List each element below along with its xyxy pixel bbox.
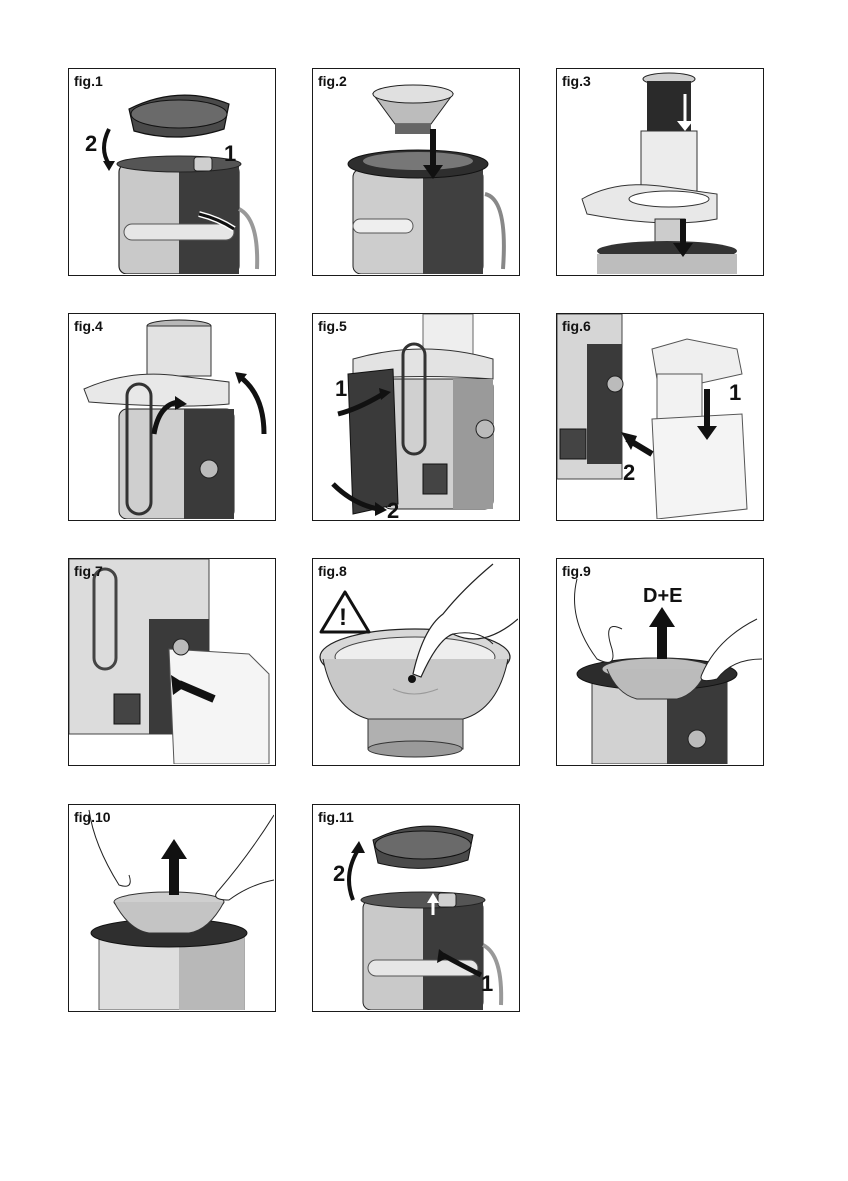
jug-positioning-illustration	[69, 559, 274, 764]
figure-label: fig.5	[318, 318, 347, 334]
figure-label: fig.6	[562, 318, 591, 334]
sieve-insertion-illustration	[313, 69, 518, 274]
step-number-1: 1	[481, 971, 493, 997]
figure-label: fig.10	[74, 809, 111, 825]
figure-label: fig.2	[318, 73, 347, 89]
juicer-lid-removal-illustration	[69, 69, 274, 274]
pulp-container-illustration	[313, 314, 518, 519]
figure-label: fig.7	[74, 563, 103, 579]
figure-label: fig.4	[74, 318, 103, 334]
step-number-2: 2	[85, 131, 97, 157]
step-number-1: 1	[224, 141, 236, 167]
figure-2: fig.2	[312, 68, 520, 276]
figure-label: fig.3	[562, 73, 591, 89]
step-number-2: 2	[387, 498, 399, 521]
figure-7: fig.7	[68, 558, 276, 766]
step-number-1: 1	[729, 380, 741, 406]
figure-8: fig.8 !	[312, 558, 520, 766]
figure-11: fig.11 1 2	[312, 804, 520, 1012]
parts-label: D+E	[643, 585, 682, 608]
figure-label: fig.11	[318, 809, 354, 825]
step-number-1: 1	[335, 376, 347, 402]
figure-5: fig.5 1 2	[312, 313, 520, 521]
figure-label: fig.9	[562, 563, 591, 579]
juice-jug-illustration	[557, 314, 762, 519]
figure-9: fig.9 D+E	[556, 558, 764, 766]
figure-1: fig.1 1 2	[68, 68, 276, 276]
figure-4: fig.4	[68, 313, 276, 521]
figure-3: fig.3	[556, 68, 764, 276]
step-number-2: 2	[333, 861, 345, 887]
step-number-2: 2	[623, 460, 635, 486]
figure-label: fig.8	[318, 563, 347, 579]
filter-removal-illustration	[69, 805, 274, 1010]
figure-6: fig.6 1 2	[556, 313, 764, 521]
feed-tube-and-pusher-illustration	[557, 69, 762, 274]
locking-arm-illustration	[69, 314, 274, 519]
figure-10: fig.10	[68, 804, 276, 1012]
warning-symbol: !	[339, 604, 347, 632]
figure-label: fig.1	[74, 73, 103, 89]
